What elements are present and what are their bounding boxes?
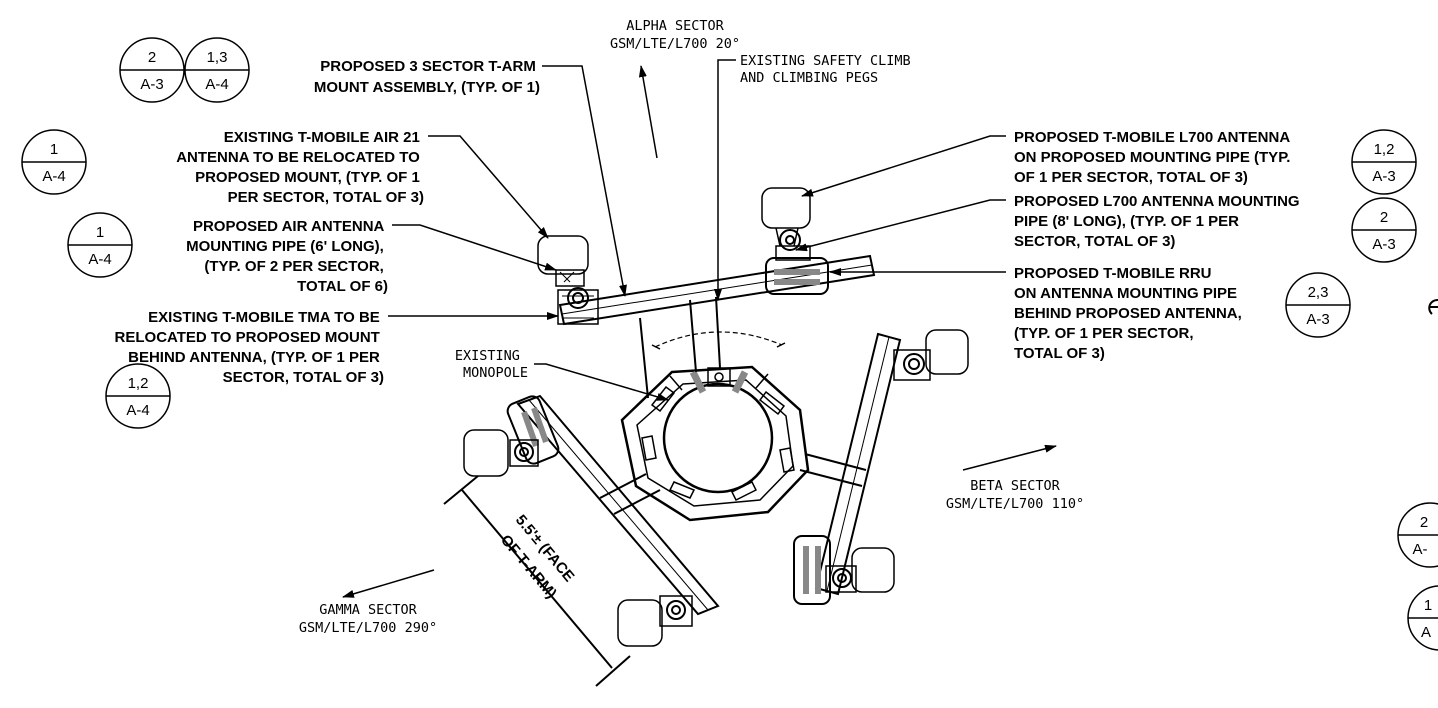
callout-rru: PROPOSED T-MOBILE RRU ON ANTENNA MOUNTIN… bbox=[1014, 265, 1246, 362]
svg-text:A-4: A-4 bbox=[126, 402, 149, 419]
beta-l700-antenna bbox=[851, 547, 895, 593]
svg-text:A-3: A-3 bbox=[1372, 236, 1395, 253]
callout-t-arm: PROPOSED 3 SECTOR T-ARM MOUNT ASSEMBLY, … bbox=[314, 58, 540, 96]
beta-air21-antenna-top bbox=[925, 329, 969, 375]
beta-direction-arrow bbox=[962, 444, 1057, 471]
callout-safety-climb: EXISTING SAFETY CLIMB AND CLIMBING PEGS bbox=[740, 53, 919, 86]
leader-l700-pipe bbox=[795, 199, 1006, 252]
svg-text:A-4: A-4 bbox=[88, 251, 111, 268]
svg-text:1,2: 1,2 bbox=[1374, 141, 1395, 158]
leader-monopole bbox=[534, 363, 669, 401]
alpha-sector-detail: GSM/LTE/L700 20° bbox=[610, 36, 740, 52]
svg-text:1,2: 1,2 bbox=[128, 375, 149, 392]
beta-sector-detail: GSM/LTE/L700 110° bbox=[946, 496, 1084, 512]
leader-l700-antenna bbox=[801, 135, 1006, 197]
callout-l700-pipe: PROPOSED L700 ANTENNA MOUNTING PIPE (8' … bbox=[1014, 193, 1304, 250]
svg-text:2: 2 bbox=[148, 49, 156, 66]
leader-t-arm bbox=[542, 65, 627, 297]
svg-text:A-: A- bbox=[1413, 541, 1428, 558]
alpha-t-arm bbox=[537, 187, 876, 399]
detail-bubble-3: 1 A-4 bbox=[21, 129, 87, 195]
svg-text:A-3: A-3 bbox=[1306, 311, 1329, 328]
detail-bubble-4: 1 A-4 bbox=[67, 212, 133, 278]
alpha-rru bbox=[765, 257, 829, 295]
svg-text:1,3: 1,3 bbox=[207, 49, 228, 66]
alpha-air21-antenna bbox=[537, 235, 589, 275]
callout-l700-antenna: PROPOSED T-MOBILE L700 ANTENNA ON PROPOS… bbox=[1014, 129, 1295, 186]
leader-air21 bbox=[428, 135, 549, 239]
face-dimension bbox=[443, 475, 631, 687]
detail-bubble-6: 1,2 A-3 bbox=[1351, 129, 1417, 195]
svg-text:A-4: A-4 bbox=[42, 168, 65, 185]
gamma-direction-arrow bbox=[342, 569, 435, 598]
gamma-t-arm bbox=[463, 394, 720, 647]
callout-air21: EXISTING T-MOBILE AIR 21 ANTENNA TO BE R… bbox=[176, 129, 424, 206]
beta-t-arm bbox=[793, 329, 969, 605]
svg-text:1: 1 bbox=[1424, 597, 1432, 614]
section-marker-icon bbox=[1428, 298, 1438, 315]
gamma-rru bbox=[506, 395, 560, 465]
callout-monopole: EXISTING MONOPOLE bbox=[455, 348, 528, 381]
svg-text:2,3: 2,3 bbox=[1308, 284, 1329, 301]
svg-text:A: A bbox=[1421, 624, 1431, 641]
beta-sector-name: BETA SECTOR bbox=[970, 478, 1060, 494]
monopole-assembly bbox=[620, 331, 810, 522]
gamma-sector-name: GAMMA SECTOR bbox=[319, 602, 417, 618]
platform-ring bbox=[620, 365, 810, 522]
detail-bubble-5: 1,2 A-4 bbox=[105, 363, 171, 429]
leader-air-pipe bbox=[392, 224, 557, 271]
detail-bubble-1: 2 A-3 bbox=[119, 37, 185, 103]
gamma-sector-detail: GSM/LTE/L700 290° bbox=[299, 620, 437, 636]
alpha-direction-arrow bbox=[638, 65, 658, 159]
detail-bubble-10: 1 A bbox=[1407, 585, 1438, 651]
svg-text:A-3: A-3 bbox=[1372, 168, 1395, 185]
detail-bubble-2: 1,3 A-4 bbox=[184, 37, 250, 103]
svg-text:A-4: A-4 bbox=[205, 76, 228, 93]
detail-bubble-9: 2 A- bbox=[1397, 502, 1438, 568]
leader-safety-climb bbox=[714, 59, 736, 301]
detail-bubble-7: 2 A-3 bbox=[1351, 197, 1417, 263]
svg-text:1: 1 bbox=[50, 141, 58, 158]
callout-air-pipe: PROPOSED AIR ANTENNA MOUNTING PIPE (6' L… bbox=[186, 218, 388, 295]
svg-text:1: 1 bbox=[96, 224, 104, 241]
alpha-sector-name: ALPHA SECTOR bbox=[626, 18, 724, 34]
svg-text:A-3: A-3 bbox=[140, 76, 163, 93]
callout-tma: EXISTING T-MOBILE TMA TO BE RELOCATED TO… bbox=[115, 309, 384, 386]
svg-text:2: 2 bbox=[1380, 209, 1388, 226]
monopole bbox=[662, 382, 774, 494]
gamma-l700-antenna bbox=[463, 429, 509, 477]
detail-bubble-8: 2,3 A-3 bbox=[1285, 272, 1351, 338]
svg-text:2: 2 bbox=[1420, 514, 1428, 531]
beta-rru bbox=[793, 535, 831, 605]
gamma-air21-antenna-bottom bbox=[617, 599, 663, 647]
alpha-l700-antenna bbox=[761, 187, 811, 229]
